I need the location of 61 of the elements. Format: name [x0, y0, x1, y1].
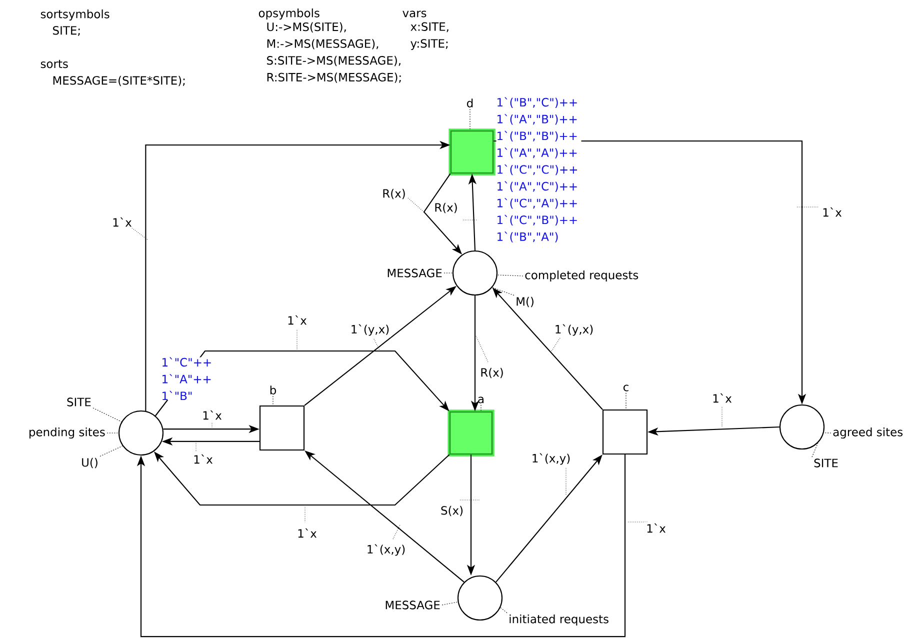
leader-line	[272, 396, 274, 406]
declaration-text: vars	[402, 10, 426, 18]
place-label: pending sites	[30, 427, 105, 439]
arc-label: 1`x	[644, 522, 668, 534]
place-label: MESSAGE	[386, 600, 440, 610]
place-circle	[457, 575, 503, 621]
leader-line	[497, 274, 524, 276]
place-label: M()	[516, 296, 534, 308]
arc-label: 1`(y,x)	[349, 322, 391, 338]
leader-line	[824, 432, 832, 434]
transition-box	[602, 409, 648, 455]
declaration-text: x:SITE, y:SITE;	[410, 22, 448, 50]
transition-name: c	[623, 384, 628, 392]
transition-box	[259, 405, 305, 451]
transition-box	[448, 128, 496, 176]
arc-label: 1`(y,x)	[553, 322, 595, 338]
leader-line	[812, 442, 818, 458]
leader-line	[106, 432, 119, 434]
arc-arrow	[136, 454, 626, 638]
marking-text: 1`("B","C")++ 1`("A","B")++ 1`("B","B")++ 1`("A","A")++ 1`("C","C")++ 1`("A","C")++ 1`("C","A")++ 1`("C","B")++ 1`("B","A")	[496, 97, 582, 242]
place-label: SITE	[67, 398, 91, 406]
place-circle	[118, 410, 164, 456]
place-label: completed requests	[525, 270, 638, 282]
arc-label: 1`(x,y)	[365, 542, 407, 558]
transition-box	[448, 410, 494, 456]
place-label: SITE	[814, 458, 838, 468]
declaration-text: U:->MS(SITE), M:->MS(MESSAGE), S:SITE->MS(MESSAGE), R:SITE->MS(MESSAGE);	[267, 22, 401, 83]
place-label: MESSAGE	[388, 268, 442, 278]
arc-label: 1`(x,y)	[530, 452, 572, 466]
arc-label: S(x)	[439, 504, 465, 518]
place-label: U()	[82, 458, 98, 468]
arc-label: R(x)	[478, 366, 506, 380]
transition-name: b	[270, 386, 276, 394]
arc-label: 1`x	[286, 314, 308, 326]
declaration-text: sorts	[40, 60, 68, 68]
arc-label: 1`x	[110, 216, 134, 228]
arc-label: 1`x	[296, 527, 318, 539]
leader-line	[500, 607, 508, 614]
place-circle	[452, 250, 498, 296]
transition-name: a	[478, 396, 484, 404]
place-label: initiated requests	[510, 614, 608, 626]
leader-line	[92, 408, 122, 422]
arc-label: 1`x	[200, 409, 224, 421]
arc-label: 1`x	[710, 392, 734, 404]
arc-label: 1`x	[192, 453, 214, 465]
leader-line	[100, 446, 123, 457]
declaration-text: opsymbols	[258, 8, 320, 20]
leader-line	[444, 272, 453, 274]
declaration-text: MESSAGE=(SITE*SITE);	[53, 76, 185, 86]
place-label: agreed sites	[833, 427, 903, 439]
transition-name: d	[467, 98, 473, 108]
leader-line	[492, 287, 514, 296]
leader-line	[480, 404, 482, 412]
arc-label: 1`x	[820, 206, 844, 218]
arc-label: R(x)	[432, 202, 460, 214]
declaration-text: sortsymbols	[40, 9, 110, 21]
declaration-text: SITE;	[53, 26, 80, 36]
place-circle	[779, 404, 825, 450]
leader-line	[442, 602, 458, 606]
marking-text: 1`"C"++ 1`"A"++ 1`"B"	[161, 357, 212, 400]
arc-label: R(x)	[380, 188, 408, 200]
